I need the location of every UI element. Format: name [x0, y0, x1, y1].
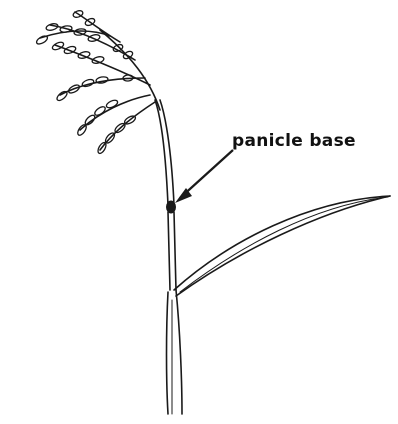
panicle-icon — [35, 9, 160, 154]
callout-arrow — [175, 150, 233, 203]
panicle-base-node — [167, 201, 176, 213]
flag-leaf — [174, 196, 390, 296]
panicle-base-label: panicle base — [232, 131, 356, 151]
culm-stem — [155, 100, 182, 414]
